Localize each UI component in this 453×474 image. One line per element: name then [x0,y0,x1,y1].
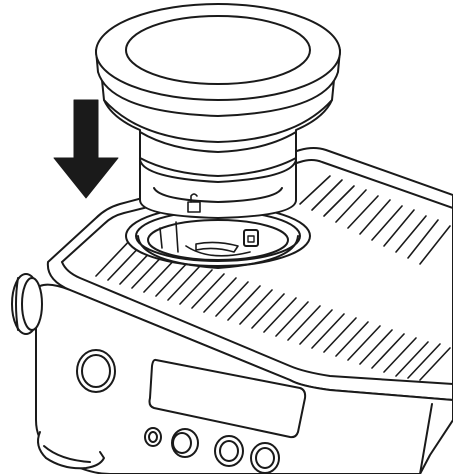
side-knob [12,274,42,334]
control-buttons [145,428,279,473]
deck-front-edge [62,262,453,384]
down-arrow-icon [54,100,118,198]
hopper-lid-inset [126,16,310,84]
control-dial [77,350,115,392]
machine-feet [38,432,104,468]
display-window [150,360,306,437]
front-panel-right-edge [420,404,432,474]
hopper-socket [126,206,310,268]
unlock-padlock-icon [188,194,200,212]
bean-hopper [96,4,340,218]
